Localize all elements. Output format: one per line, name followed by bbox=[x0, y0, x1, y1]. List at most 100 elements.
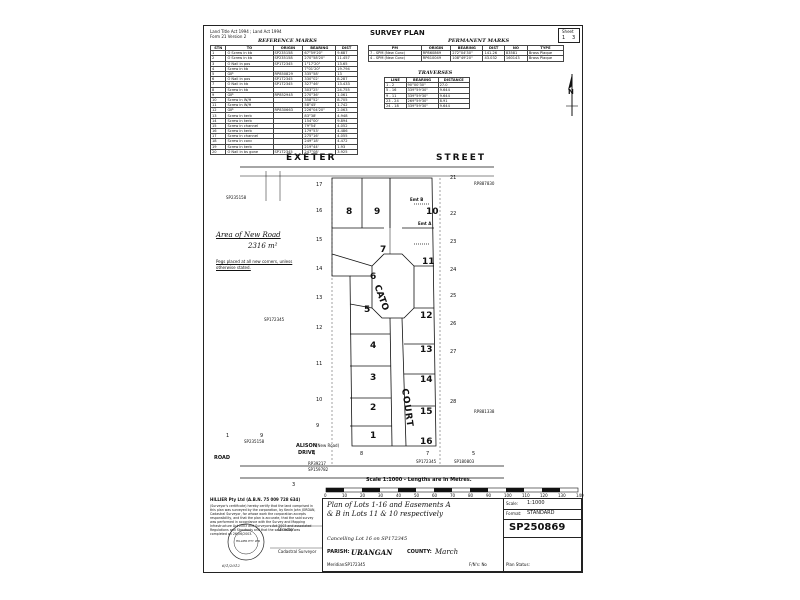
adjacent-lot-12: 12 bbox=[316, 325, 323, 331]
scale-tick-label: 50 bbox=[414, 493, 420, 498]
adjacent-lot-17: 17 bbox=[316, 182, 323, 188]
acts-line-1: Land Title Act 1994 ; Land Act 1994 bbox=[210, 29, 282, 34]
meridian-label: Meridian: bbox=[327, 562, 346, 567]
adjacent-lot-9: 9 bbox=[316, 423, 320, 429]
adjacent-lot-10: 10 bbox=[316, 397, 323, 403]
file-no: F/N's: No bbox=[469, 562, 487, 567]
meridian-value: SP172345 bbox=[345, 562, 366, 567]
new-road-label: (New Road) bbox=[316, 443, 340, 448]
lot-4: 4 bbox=[370, 341, 377, 351]
plan-of-line-1: Plan of Lots 1-16 and Easements A bbox=[327, 501, 451, 509]
adjacent-lot-21: 21 bbox=[450, 175, 457, 181]
adjacent-lot-1-bottom: 1 bbox=[226, 433, 230, 439]
lot-13: 13 bbox=[420, 345, 433, 355]
court-name-court: COURT bbox=[399, 387, 415, 429]
adj-plan-2: RP887830 bbox=[474, 181, 495, 186]
scale-tick-label: 130 bbox=[558, 493, 566, 498]
reference-marks-title: REFERENCE MARKS bbox=[258, 38, 317, 44]
adjacent-lot-25: 25 bbox=[450, 293, 457, 299]
reference-marks-cell: O Nail in bs gone bbox=[225, 148, 274, 155]
lot-10: 10 bbox=[426, 207, 439, 217]
sheet-label: Sheet bbox=[562, 29, 574, 34]
acts-line-2: Form 21 Version 2 bbox=[210, 34, 247, 39]
permanent-marks-cell: 43.032 bbox=[482, 55, 505, 62]
area-title: Area of New Road bbox=[216, 231, 281, 239]
street-street: STREET bbox=[436, 153, 486, 163]
adjacent-lot-11: 11 bbox=[316, 361, 323, 367]
adj-plan-4: RP881338 bbox=[474, 409, 495, 414]
traverses-cell: 24 - 18 bbox=[384, 102, 407, 110]
plan-status-label: Plan Status: bbox=[506, 562, 530, 567]
scale-tick-label: 100 bbox=[504, 493, 512, 498]
reference-marks-cell: SP172345 bbox=[272, 148, 304, 155]
lot-5: 5 bbox=[364, 305, 371, 315]
scale-tick-label: 0 bbox=[324, 493, 327, 498]
county-label: COUNTY: bbox=[407, 549, 432, 555]
parish-label: PARISH: bbox=[327, 549, 350, 555]
surveyor-label: Cadastral Surveyor bbox=[278, 549, 317, 554]
sheet-number: 1 bbox=[562, 35, 566, 41]
reference-marks-cell: 247°08' bbox=[302, 148, 337, 155]
traverses-cell: 9.644 bbox=[437, 102, 471, 110]
scale-tick-label: 110 bbox=[522, 493, 530, 498]
adj-plan-5: SP172345 bbox=[416, 459, 437, 464]
sheet-of: 3 bbox=[572, 35, 576, 41]
scale-tick-label: 20 bbox=[360, 493, 366, 498]
format-value: STANDARD bbox=[527, 510, 555, 516]
reference-marks-cell: 3.925 bbox=[335, 148, 358, 155]
permanent-marks-cell: 160143 bbox=[503, 55, 528, 62]
adjacent-lot-26: 26 bbox=[450, 321, 457, 327]
adjacent-lot-27: 27 bbox=[450, 349, 457, 355]
north-label: N bbox=[568, 88, 574, 96]
lot-9: 9 bbox=[374, 207, 381, 217]
title-block: Plan of Lots 1-16 and Easements A & B in… bbox=[322, 498, 583, 573]
lot-15: 15 bbox=[420, 407, 433, 417]
plan-number: SP250869 bbox=[509, 522, 566, 533]
adjacent-lot-23: 23 bbox=[450, 239, 457, 245]
adjacent-lot-7-bottom: 7 bbox=[426, 451, 430, 457]
lot-11: 11 bbox=[422, 257, 435, 267]
scale-tick-label: 80 bbox=[468, 493, 474, 498]
lot-16: 16 bbox=[420, 437, 433, 447]
adjacent-lot-14: 14 bbox=[316, 266, 323, 272]
traverses-cell: 339°59'30" bbox=[405, 102, 439, 110]
adjacent-lot-5-bottom: 5 bbox=[472, 451, 476, 457]
lot-6: 6 bbox=[370, 272, 377, 282]
adjacent-lot-4-bottom: 4 bbox=[312, 451, 316, 457]
lot-12: 12 bbox=[420, 311, 433, 321]
drive-name-drive: DRIVE bbox=[298, 450, 316, 456]
adj-plan-8: SP235158 bbox=[244, 439, 265, 444]
adj-plan-6: SP180803 bbox=[454, 459, 475, 464]
scale-value: 1:1000 bbox=[527, 500, 545, 506]
pegs-note-1: Pegs placed at all new corners, unless bbox=[216, 259, 293, 264]
adjacent-lot-22: 22 bbox=[450, 211, 457, 217]
plan-of-line-2: & B in Lots 11 & 10 respectively bbox=[327, 510, 443, 518]
reference-marks-cell: 20 bbox=[209, 148, 227, 155]
pegs-note-2: otherwise stated. bbox=[216, 265, 251, 270]
lot-14: 14 bbox=[420, 375, 433, 385]
scale-tick-label: 30 bbox=[378, 493, 384, 498]
adj-plan-9: SP159782 bbox=[308, 467, 329, 472]
surveyor-certificate: (Surveyor's certificate) hereby certify … bbox=[210, 504, 316, 536]
drive-name-alison: ALISON bbox=[296, 443, 317, 449]
adj-plan-7: RP39217 bbox=[308, 461, 326, 466]
court-name-cato: CATO bbox=[371, 283, 391, 313]
adjacent-lot-15: 15 bbox=[316, 237, 323, 243]
permanent-marks-cell: 4 - SPM (New Conc) bbox=[368, 55, 422, 62]
adjacent-lot-8-bottom: 8 bbox=[360, 451, 364, 457]
lot-7: 7 bbox=[380, 245, 387, 255]
street-exeter: EXETER bbox=[286, 153, 337, 163]
adjacent-lot-16: 16 bbox=[316, 208, 323, 214]
lot-8: 8 bbox=[346, 207, 353, 217]
scale-tick-label: 140 bbox=[576, 493, 584, 498]
